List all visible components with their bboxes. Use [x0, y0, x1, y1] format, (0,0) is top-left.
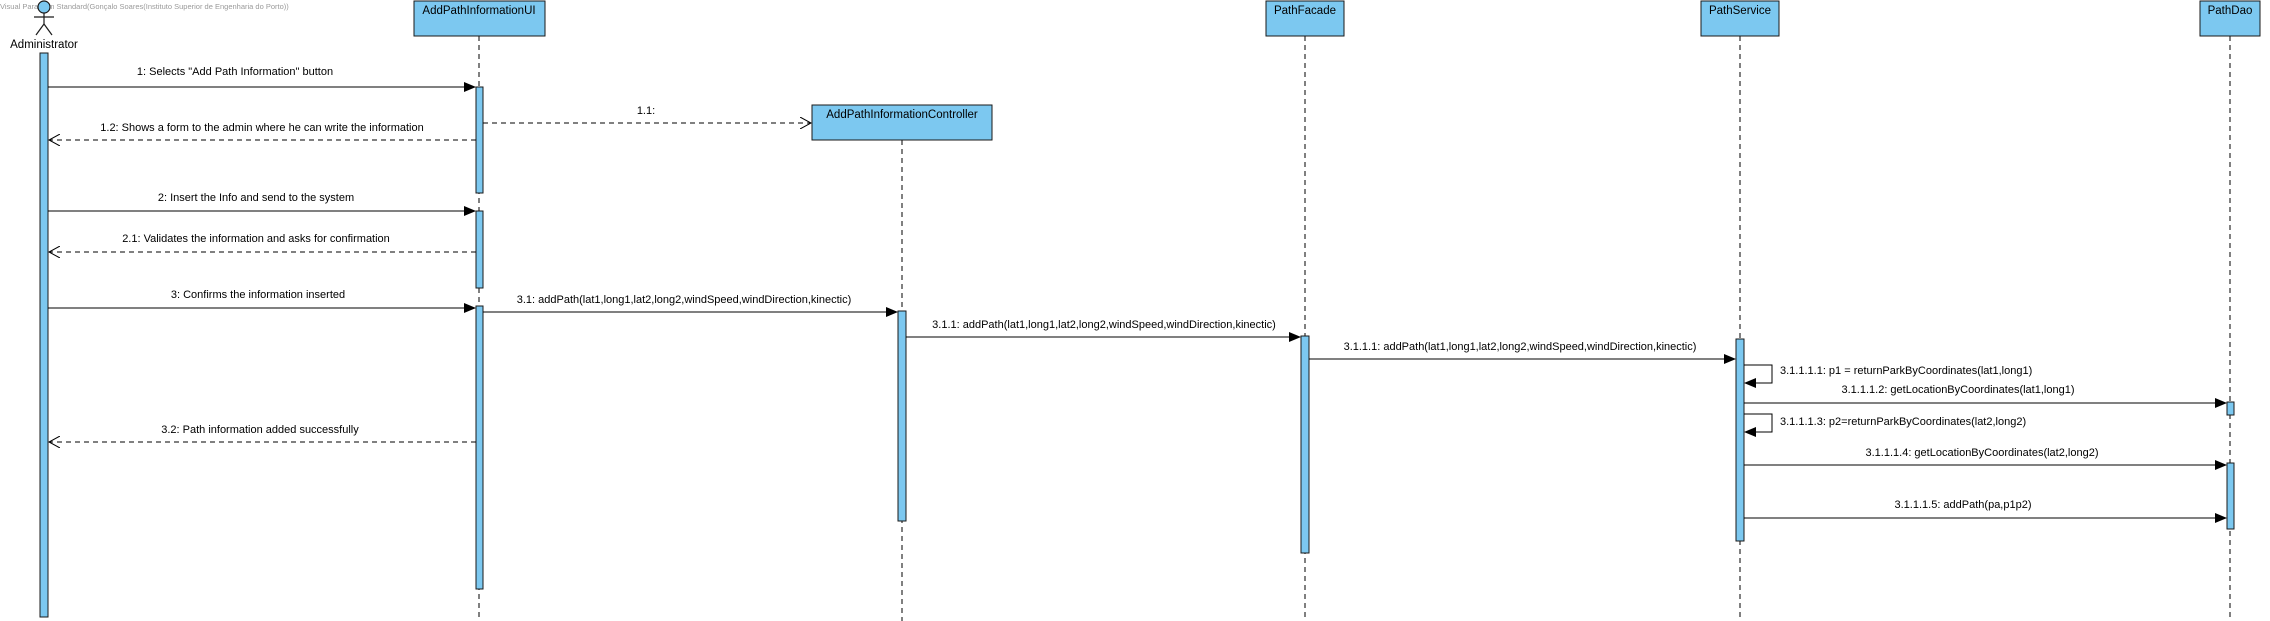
header-controller-label: AddPathInformationController [826, 109, 978, 121]
activation-dao-1 [2226, 401, 2235, 416]
activation-administrator [39, 52, 49, 618]
header-controller: AddPathInformationController [811, 104, 993, 141]
activation-ui-2 [475, 210, 484, 289]
header-ui-label: AddPathInformationUI [422, 5, 535, 17]
activation-service [1735, 338, 1745, 542]
message-label-1: 1: Selects "Add Path Information" button [137, 66, 333, 78]
message-arrow-3-1-1-1-3 [1744, 413, 1773, 437]
message-label-3-1-1-1-1: 3.1.1.1.1: p1 = returnParkByCoordinates(… [1780, 365, 2032, 377]
header-ui: AddPathInformationUI [413, 0, 546, 37]
message-label-3: 3: Confirms the information inserted [171, 289, 345, 301]
activation-ui-1 [475, 86, 484, 194]
actor-administrator: Administrator [10, 0, 78, 51]
message-label-2: 2: Insert the Info and send to the syste… [158, 192, 354, 204]
header-service-label: PathService [1709, 5, 1771, 17]
message-label-2-1: 2.1: Validates the information and asks … [122, 233, 390, 245]
header-facade: PathFacade [1265, 0, 1345, 37]
message-label-3-1-1-1-2: 3.1.1.1.2: getLocationByCoordinates(lat1… [1842, 384, 2075, 396]
message-label-1-1: 1.1: [637, 105, 655, 117]
message-label-3-1-1-1-4: 3.1.1.1.4: getLocationByCoordinates(lat2… [1866, 447, 2099, 459]
message-arrow-3-1-1-1-1 [1744, 364, 1773, 388]
header-service: PathService [1700, 0, 1780, 37]
header-facade-label: PathFacade [1274, 5, 1336, 17]
message-label-3-1-1-1-5: 3.1.1.1.5: addPath(pa,p1p2) [1895, 499, 2032, 511]
message-label-3-1: 3.1: addPath(lat1,long1,lat2,long2,windS… [517, 294, 852, 306]
actor-icon [34, 0, 54, 36]
header-dao: PathDao [2199, 0, 2261, 37]
header-dao-label: PathDao [2208, 5, 2253, 17]
activation-ui-3 [475, 305, 484, 590]
message-label-1-2: 1.2: Shows a form to the admin where he … [100, 122, 423, 134]
message-label-3-2: 3.2: Path information added successfully [161, 424, 359, 436]
activation-facade [1300, 335, 1310, 554]
message-label-3-1-1: 3.1.1: addPath(lat1,long1,lat2,long2,win… [932, 319, 1276, 331]
watermark-text: Visual Paradigm Standard(Gonçalo Soares(… [0, 2, 289, 11]
actor-label: Administrator [10, 39, 78, 51]
message-label-3-1-1-1-3: 3.1.1.1.3: p2=returnParkByCoordinates(la… [1780, 416, 2026, 428]
message-label-3-1-1-1: 3.1.1.1: addPath(lat1,long1,lat2,long2,w… [1344, 341, 1697, 353]
activation-dao-2 [2226, 462, 2235, 530]
activation-controller [897, 310, 907, 522]
